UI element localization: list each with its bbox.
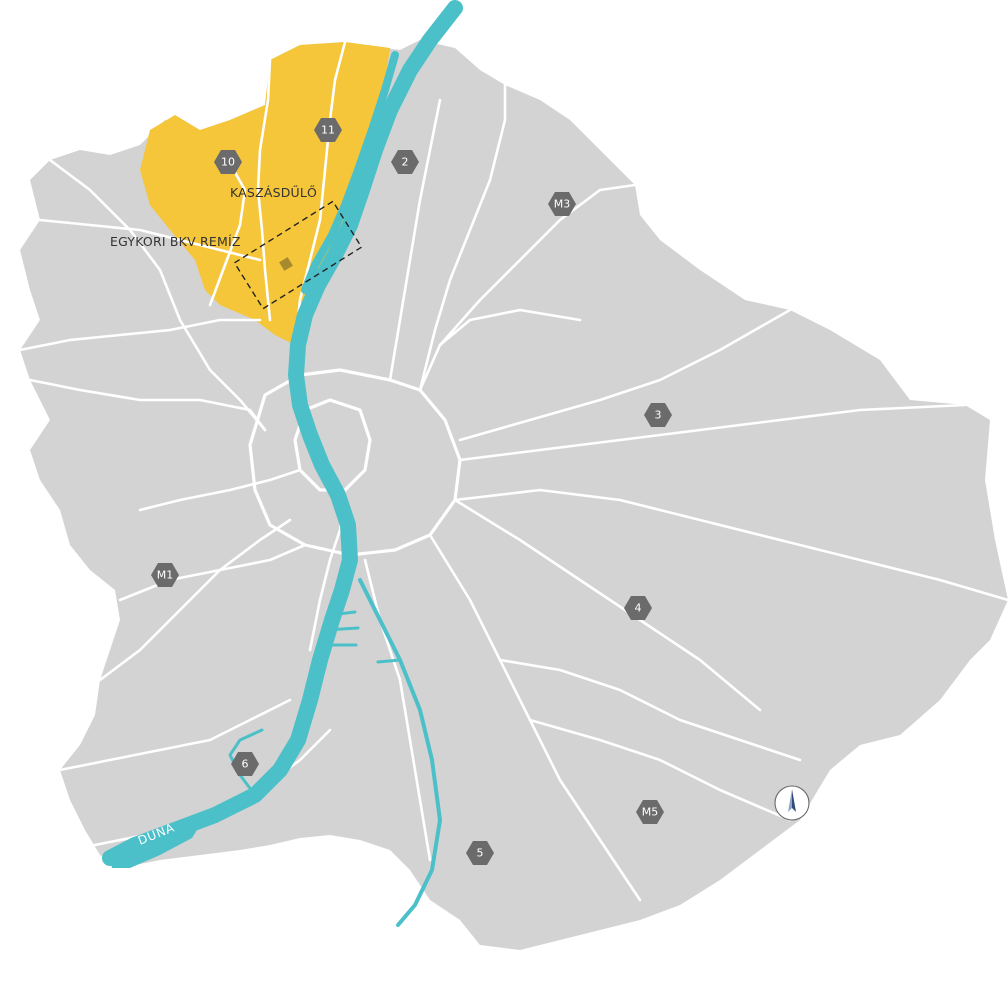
marker-hex bbox=[391, 150, 419, 174]
marker-road-m3: M3 bbox=[548, 192, 576, 216]
road-east-1 bbox=[458, 403, 967, 462]
road-north-3 bbox=[208, 158, 247, 307]
road-north-1 bbox=[293, 40, 347, 347]
marker-label: 3 bbox=[655, 409, 662, 422]
marker-hex bbox=[231, 752, 259, 776]
compass-arrow-light bbox=[788, 789, 792, 812]
road-south-2 bbox=[363, 558, 432, 862]
site-marker bbox=[279, 257, 293, 271]
ring-road-east bbox=[418, 308, 582, 392]
road-west-4 bbox=[48, 158, 267, 432]
middle-ring-road bbox=[248, 368, 462, 557]
river-branch-ujpest bbox=[301, 51, 399, 294]
road-southeast-1 bbox=[498, 658, 802, 762]
marker-hex bbox=[214, 150, 242, 174]
marker-road-4: 4 bbox=[624, 596, 652, 620]
road-northeast-1 bbox=[418, 83, 507, 392]
marker-hex bbox=[151, 563, 179, 587]
road-east-2 bbox=[458, 308, 792, 442]
marker-hex bbox=[636, 800, 664, 824]
marker-hex bbox=[314, 118, 342, 142]
road-southeast-2 bbox=[528, 718, 792, 822]
road-southwest-2 bbox=[118, 543, 307, 602]
marker-label: 11 bbox=[321, 124, 335, 137]
marker-road-3: 3 bbox=[644, 403, 672, 427]
marker-road-11: 11 bbox=[314, 118, 342, 142]
river-soroksar-branch bbox=[358, 578, 442, 927]
marker-road-m1: M1 bbox=[151, 563, 179, 587]
compass-arrow-dark bbox=[792, 789, 796, 812]
road-southwest-3 bbox=[58, 698, 292, 772]
marker-label: 6 bbox=[242, 758, 249, 771]
harbour-dock-4 bbox=[376, 658, 402, 664]
road-southwest-1 bbox=[98, 518, 292, 682]
road-northeast-2 bbox=[438, 183, 637, 347]
river-mouth bbox=[110, 825, 200, 868]
road-network bbox=[18, 40, 1008, 902]
focus-box bbox=[233, 200, 363, 310]
harbour-dock-1 bbox=[328, 610, 357, 617]
river-main bbox=[102, 0, 463, 866]
marker-hex bbox=[644, 403, 672, 427]
road-south-4 bbox=[453, 498, 762, 712]
road-inner-1 bbox=[138, 468, 302, 512]
label-remiz: EGYKORI BKV REMÍZ bbox=[110, 234, 241, 249]
marker-hex bbox=[466, 841, 494, 865]
marker-road-2: 2 bbox=[391, 150, 419, 174]
road-northeast-3 bbox=[388, 98, 442, 382]
marker-road-10: 10 bbox=[214, 150, 242, 174]
marker-road-5: 5 bbox=[466, 841, 494, 865]
marker-label: 4 bbox=[635, 602, 642, 615]
marker-label: 2 bbox=[402, 156, 409, 169]
road-north-2 bbox=[256, 58, 272, 322]
marker-road-6: 6 bbox=[231, 752, 259, 776]
north-arrow-icon bbox=[774, 785, 810, 821]
harbour-dock-2 bbox=[324, 626, 360, 632]
river-csepel-branch bbox=[228, 728, 264, 797]
road-west-1 bbox=[38, 218, 262, 262]
marker-label: 10 bbox=[221, 156, 235, 169]
road-east-3 bbox=[453, 488, 1008, 602]
road-west-2 bbox=[18, 318, 262, 352]
marker-label: M5 bbox=[642, 806, 659, 819]
marker-label: M1 bbox=[157, 569, 174, 582]
marker-label: M3 bbox=[554, 198, 571, 211]
focus-area bbox=[233, 200, 363, 310]
marker-label: 5 bbox=[477, 847, 484, 860]
marker-hex bbox=[548, 192, 576, 216]
label-kaszasdulo: KASZÁSDŰLŐ bbox=[230, 185, 317, 200]
river-danube bbox=[102, 0, 463, 927]
marker-hex bbox=[624, 596, 652, 620]
marker-road-m5: M5 bbox=[636, 800, 664, 824]
